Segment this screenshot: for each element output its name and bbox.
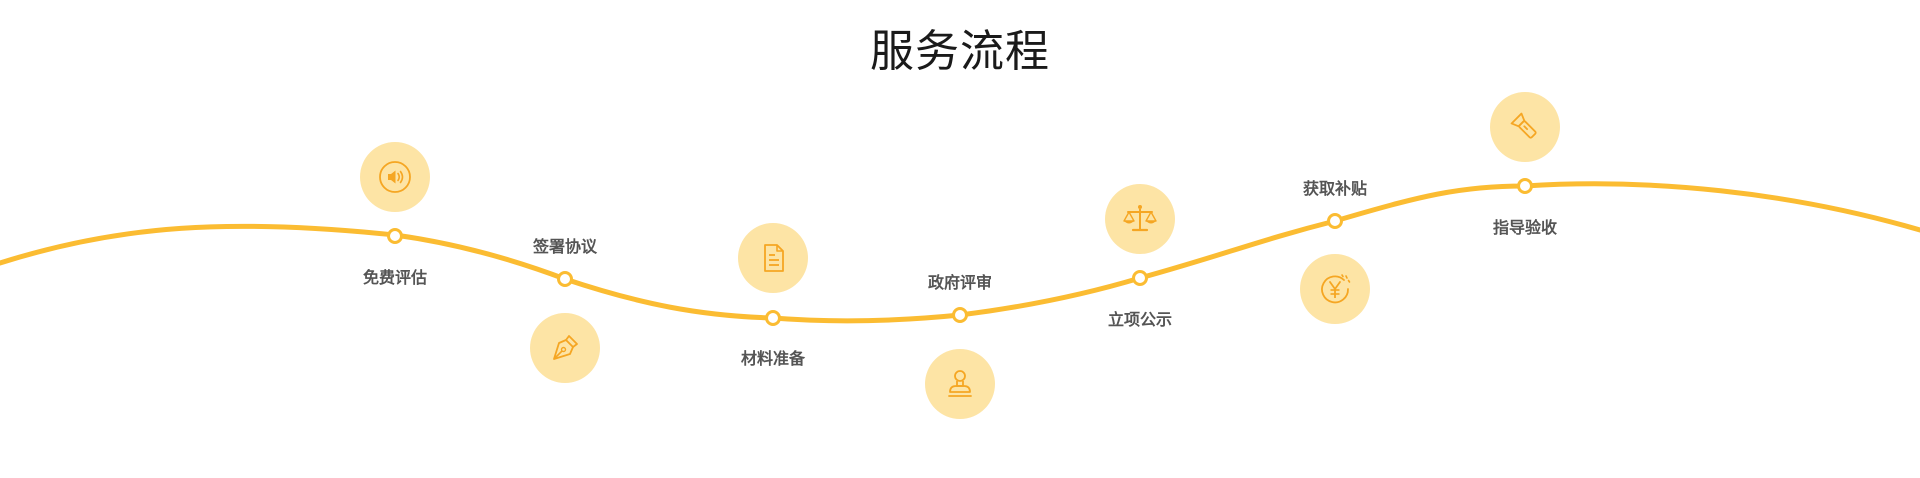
step-icon-1 xyxy=(360,142,430,212)
step-label-3: 材料准备 xyxy=(740,349,805,368)
step-label-2: 签署协议 xyxy=(532,237,597,256)
step-icon-2 xyxy=(530,313,600,383)
stamp-icon xyxy=(948,370,972,397)
step-node-5 xyxy=(1132,270,1148,286)
yen-coin-icon xyxy=(1321,274,1351,304)
flashlight-icon xyxy=(1510,112,1537,139)
step-icon-5 xyxy=(1105,184,1175,254)
step-label-5: 立项公示 xyxy=(1107,310,1172,329)
step-icon-7 xyxy=(1490,92,1560,162)
step-node-6 xyxy=(1327,213,1343,229)
step-label-4: 政府评审 xyxy=(927,273,992,292)
scales-icon xyxy=(1123,205,1157,232)
section-title: 服务流程 xyxy=(870,26,1050,77)
document-icon xyxy=(764,244,784,272)
step-label-6: 获取补贴 xyxy=(1302,179,1367,198)
step-label-1: 免费评估 xyxy=(362,268,427,287)
step-icon-6 xyxy=(1300,254,1370,324)
step-node-3 xyxy=(765,310,781,326)
step-node-1 xyxy=(387,228,403,244)
speaker-icon xyxy=(379,161,411,193)
pen-nib-icon xyxy=(553,335,578,360)
step-icon-3 xyxy=(738,223,808,293)
step-node-7 xyxy=(1517,178,1533,194)
step-icon-4 xyxy=(925,349,995,419)
step-node-4 xyxy=(952,307,968,323)
step-node-2 xyxy=(557,271,573,287)
step-label-7: 指导验收 xyxy=(1492,218,1557,237)
